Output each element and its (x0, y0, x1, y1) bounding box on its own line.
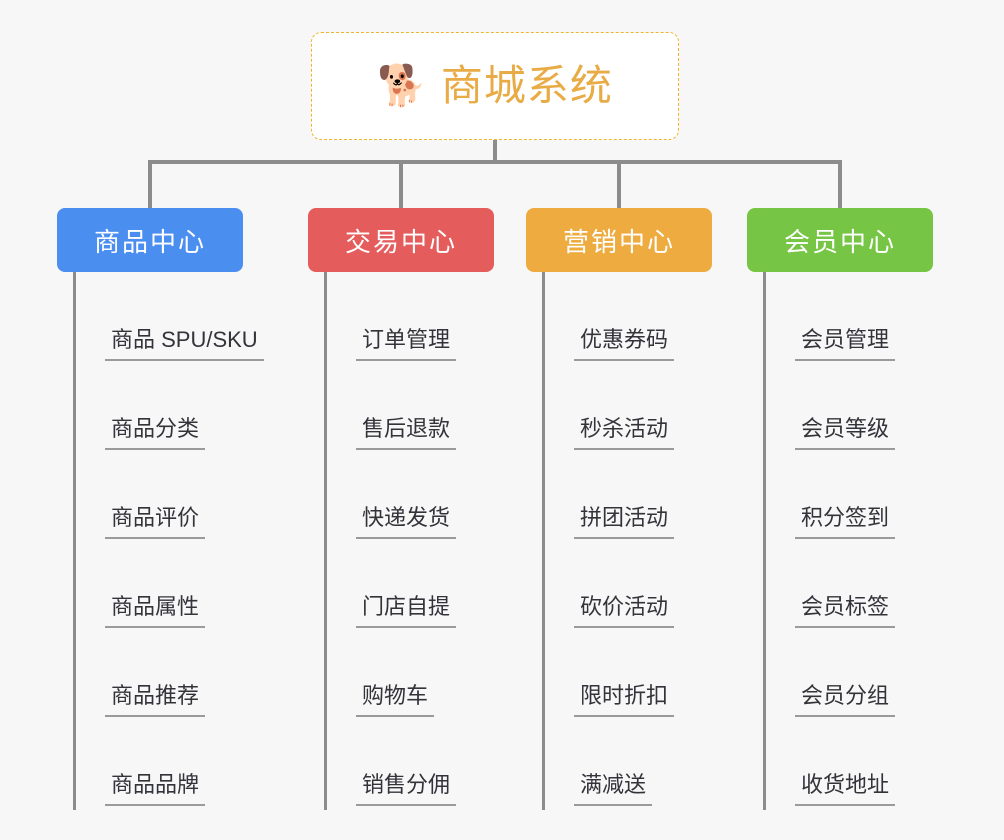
branch-rail-product-center (73, 272, 76, 810)
connector-root-stem (493, 140, 497, 164)
branch-column-product-center: 商品中心 商品 SPU/SKU 商品分类 商品评价 商品属性 商品推荐 商品品牌 (57, 208, 264, 810)
leaf-label: 商品推荐 (105, 683, 206, 717)
branch-column-trade-center: 交易中心 订单管理 售后退款 快递发货 门店自提 购物车 销售分佣 (308, 208, 494, 810)
list-item[interactable]: 限时折扣 (542, 628, 675, 717)
leaf-label: 快递发货 (356, 505, 457, 539)
leaf-label: 订单管理 (356, 327, 457, 361)
leaf-label: 优惠券码 (574, 327, 675, 361)
connector-drop-4 (838, 160, 842, 208)
leaf-list-member-center: 会员管理 会员等级 积分签到 会员标签 会员分组 收货地址 (763, 272, 896, 806)
list-item[interactable]: 积分签到 (763, 450, 896, 539)
list-item[interactable]: 商品评价 (73, 450, 264, 539)
branch-header-marketing-center[interactable]: 营销中心 (526, 208, 712, 272)
leaf-label: 会员管理 (795, 327, 896, 361)
branch-rail-member-center (763, 272, 766, 810)
leaf-label: 砍价活动 (574, 594, 675, 628)
branch-column-marketing-center: 营销中心 优惠券码 秒杀活动 拼团活动 砍价活动 限时折扣 满减送 (526, 208, 712, 810)
shiba-dog-face-icon: 🐕 (377, 64, 427, 108)
list-item[interactable]: 商品分类 (73, 361, 264, 450)
leaf-label: 售后退款 (356, 416, 457, 450)
list-item[interactable]: 售后退款 (324, 361, 457, 450)
leaf-label: 门店自提 (356, 594, 457, 628)
list-item[interactable]: 会员等级 (763, 361, 896, 450)
branch-header-trade-center[interactable]: 交易中心 (308, 208, 494, 272)
connector-drop-3 (617, 160, 621, 208)
leaf-label: 购物车 (356, 683, 435, 717)
leaf-label: 限时折扣 (574, 683, 675, 717)
root-node-title: 商城系统 (440, 62, 613, 109)
leaf-label: 会员等级 (795, 416, 896, 450)
list-item[interactable]: 商品属性 (73, 539, 264, 628)
connector-drop-1 (148, 160, 152, 208)
leaf-list-trade-center: 订单管理 售后退款 快递发货 门店自提 购物车 销售分佣 (324, 272, 457, 806)
list-item[interactable]: 商品 SPU/SKU (73, 272, 264, 361)
list-item[interactable]: 拼团活动 (542, 450, 675, 539)
leaf-list-marketing-center: 优惠券码 秒杀活动 拼团活动 砍价活动 限时折扣 满减送 (542, 272, 675, 806)
list-item[interactable]: 商品品牌 (73, 717, 264, 806)
leaf-label: 收货地址 (795, 772, 896, 806)
leaf-label: 积分签到 (795, 505, 896, 539)
leaf-label: 拼团活动 (574, 505, 675, 539)
list-item[interactable]: 满减送 (542, 717, 674, 806)
list-item[interactable]: 商品推荐 (73, 628, 264, 717)
leaf-label: 会员标签 (795, 594, 896, 628)
leaf-label: 商品品牌 (105, 772, 206, 806)
list-item[interactable]: 会员分组 (763, 628, 896, 717)
leaf-list-product-center: 商品 SPU/SKU 商品分类 商品评价 商品属性 商品推荐 商品品牌 (73, 272, 264, 806)
list-item[interactable]: 收货地址 (763, 717, 896, 806)
leaf-label: 商品属性 (105, 594, 206, 628)
list-item[interactable]: 砍价活动 (542, 539, 675, 628)
leaf-label: 会员分组 (795, 683, 896, 717)
branch-header-product-center[interactable]: 商品中心 (57, 208, 243, 272)
connector-horizontal-bus (148, 160, 842, 164)
list-item[interactable]: 订单管理 (324, 272, 457, 361)
list-item[interactable]: 门店自提 (324, 539, 457, 628)
leaf-label: 商品 SPU/SKU (105, 327, 264, 361)
list-item[interactable]: 会员管理 (763, 272, 896, 361)
root-node-card[interactable]: 🐕 商城系统 (311, 32, 679, 140)
list-item[interactable]: 优惠券码 (542, 272, 675, 361)
connector-drop-2 (399, 160, 403, 208)
branch-column-member-center: 会员中心 会员管理 会员等级 积分签到 会员标签 会员分组 收货地址 (747, 208, 933, 810)
leaf-label: 满减送 (574, 772, 653, 806)
branch-header-member-center[interactable]: 会员中心 (747, 208, 933, 272)
leaf-label: 销售分佣 (356, 772, 457, 806)
leaf-label: 商品评价 (105, 505, 206, 539)
list-item[interactable]: 快递发货 (324, 450, 457, 539)
branch-rail-trade-center (324, 272, 327, 810)
list-item[interactable]: 秒杀活动 (542, 361, 675, 450)
list-item[interactable]: 销售分佣 (324, 717, 457, 806)
leaf-label: 秒杀活动 (574, 416, 675, 450)
list-item[interactable]: 会员标签 (763, 539, 896, 628)
branch-rail-marketing-center (542, 272, 545, 810)
list-item[interactable]: 购物车 (324, 628, 456, 717)
leaf-label: 商品分类 (105, 416, 206, 450)
